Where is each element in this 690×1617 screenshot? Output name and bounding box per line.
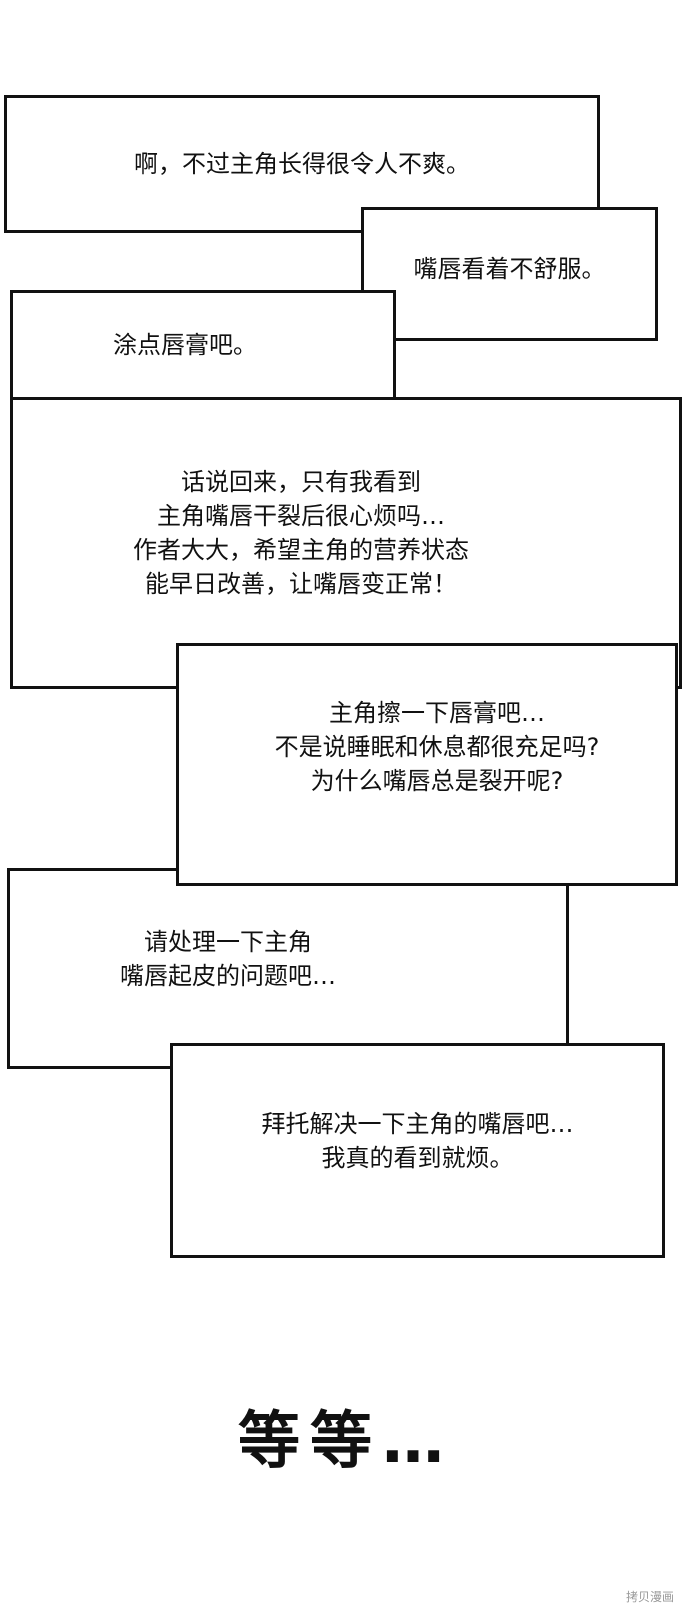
- comment-text: 嘴唇看着不舒服。: [413, 255, 606, 283]
- comment-text: 主角擦一下唇膏吧… 不是说睡眠和休息都很充足吗? 为什么嘴唇总是裂开呢?: [274, 699, 600, 795]
- comment-text: 话说回来，只有我看到 主角嘴唇干裂后很心烦吗… 作者大大，希望主角的营养状态 能…: [133, 468, 469, 598]
- comment-text: 啊，不过主角长得很令人不爽。: [134, 150, 470, 178]
- comment-box-5: 主角擦一下唇膏吧… 不是说睡眠和休息都很充足吗? 为什么嘴唇总是裂开呢?: [176, 643, 678, 886]
- comment-text: 请处理一下主角 嘴唇起皮的问题吧…: [120, 927, 336, 990]
- comment-box-2: 嘴唇看着不舒服。: [361, 207, 658, 341]
- comment-box-7: 拜托解决一下主角的嘴唇吧… 我真的看到就烦。: [170, 1043, 665, 1258]
- comment-text: 拜托解决一下主角的嘴唇吧… 我真的看到就烦。: [261, 1109, 574, 1172]
- watermark: 拷贝漫画: [625, 1590, 674, 1604]
- comment-box-3: 涂点唇膏吧。: [10, 290, 396, 400]
- comment-box-6: 请处理一下主角 嘴唇起皮的问题吧…: [7, 868, 569, 1069]
- exclamation-text: 等等…: [238, 1404, 455, 1477]
- comment-box-1: 啊，不过主角长得很令人不爽。: [4, 95, 600, 233]
- comment-text: 涂点唇膏吧。: [113, 331, 257, 359]
